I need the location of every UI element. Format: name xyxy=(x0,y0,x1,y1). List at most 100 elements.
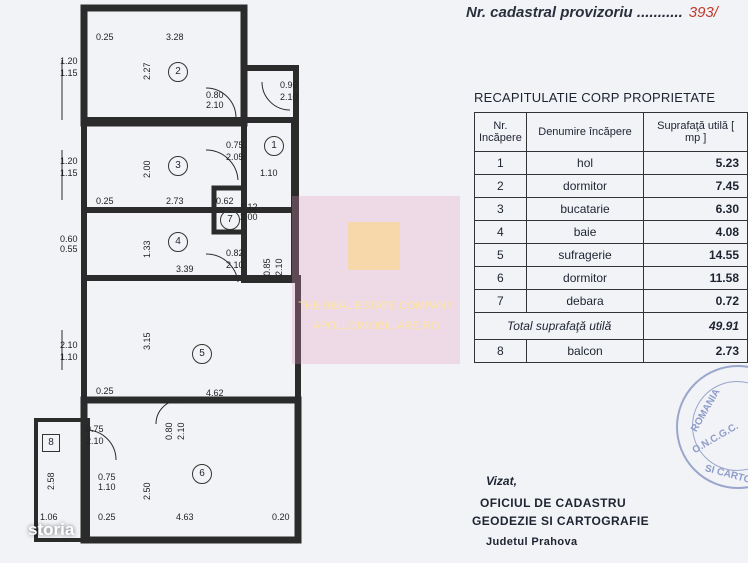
dim-label: 3.28 xyxy=(166,32,184,42)
cell-name: baie xyxy=(525,220,645,244)
dim-label: 0.25 xyxy=(96,32,114,42)
dim-label: 2.10 xyxy=(86,436,104,446)
watermark: THE REAL ESTATE COMPANY APOLLOIMOBILIARE… xyxy=(292,196,460,364)
wall-hall xyxy=(241,65,299,283)
dim-label: 0.75 xyxy=(98,472,116,482)
dim-label: 2.00 xyxy=(142,160,152,178)
room-number-5: 5 xyxy=(192,344,212,364)
dim-label: 2.10 xyxy=(176,422,186,440)
total-value: 49.91 xyxy=(643,312,748,340)
cell-nr: 6 xyxy=(474,266,527,290)
dim-label: 2.00 xyxy=(240,212,258,222)
dim-label: 1.12 xyxy=(240,202,258,212)
cell-name: bucatarie xyxy=(525,197,645,221)
room-number-6: 6 xyxy=(192,464,212,484)
wall-balcony xyxy=(34,418,90,542)
cell-nr: 4 xyxy=(474,220,527,244)
office-line-2: GEODEZIE SI CARTOGRAFIE xyxy=(472,514,649,528)
dim-label: 1.10 xyxy=(60,352,78,362)
door-arc-6 xyxy=(85,429,117,461)
wall-room-5 xyxy=(81,275,301,403)
dim-label: 4.63 xyxy=(176,512,194,522)
door-arc-5 xyxy=(155,399,181,425)
room-number-4: 4 xyxy=(168,232,188,252)
cell-area: 11.58 xyxy=(643,266,748,290)
dim-label: 1.06 xyxy=(40,512,58,522)
cell-name: dormitor xyxy=(525,174,645,198)
dim-label: 1.20 xyxy=(60,56,78,66)
cell-area: 14.55 xyxy=(643,243,748,267)
cadastral-number-fragment: 393/ xyxy=(688,4,718,21)
dim-label: 1.33 xyxy=(142,240,152,258)
dim-label: 1.15 xyxy=(60,68,78,78)
wall-room-6 xyxy=(80,396,302,544)
room-number-2: 2 xyxy=(168,62,188,82)
dim-label: 2.58 xyxy=(46,472,56,490)
cell-area: 2.73 xyxy=(643,339,748,363)
dim-label: 3.39 xyxy=(176,264,194,274)
dim-label: 2.10 xyxy=(274,258,284,276)
room-number-1: 1 xyxy=(264,136,284,156)
cell-area: 7.45 xyxy=(643,174,748,198)
cell-area: 6.30 xyxy=(643,197,748,221)
dim-label: 0.85 xyxy=(262,258,272,276)
dim-label: 0.60 xyxy=(60,234,78,244)
dim-label: 0.25 xyxy=(98,512,116,522)
dim-label: 2.10 xyxy=(60,340,78,350)
cell-area: 0.72 xyxy=(643,289,748,313)
cell-name: balcon xyxy=(525,339,645,363)
cadastral-number-title: Nr. cadastral provizoriu ...........393/ xyxy=(466,4,718,21)
cell-area: 4.08 xyxy=(643,220,748,244)
cell-nr: 2 xyxy=(474,174,527,198)
door-arc-3 xyxy=(205,149,239,181)
table-header-row: Nr. Incăpere Denumire încăpere Suprafaţă… xyxy=(474,112,748,152)
dim-label: 2.50 xyxy=(142,482,152,500)
dim-label: 1.10 xyxy=(98,482,116,492)
watermark-text-2: APOLLOIMOBILIARE.RO xyxy=(312,320,440,332)
dim-label: 2.10 xyxy=(206,100,224,110)
dim-label: 0.80 xyxy=(164,422,174,440)
dim-label: 2.27 xyxy=(142,62,152,80)
dim-label: 1.10 xyxy=(260,168,278,178)
room-number-7: 7 xyxy=(220,210,240,230)
cell-name: dormitor xyxy=(525,266,645,290)
dim-label: 1.20 xyxy=(60,156,78,166)
header-nr: Nr. Incăpere xyxy=(474,112,527,152)
door-arc-2 xyxy=(261,81,291,111)
storia-logo: storia xyxy=(28,520,75,539)
door-arc-4 xyxy=(205,253,239,283)
wall-room-3 xyxy=(81,117,297,213)
cell-nr: 1 xyxy=(474,151,527,175)
dim-label: 2.10 xyxy=(280,92,298,102)
cell-nr: 3 xyxy=(474,197,527,221)
room-number-3: 3 xyxy=(168,156,188,176)
dim-label: 0.55 xyxy=(60,244,78,254)
dim-label: 1.15 xyxy=(60,168,78,178)
floor-plan: 0.25 3.28 1.20 1.15 2.27 0.80 2.10 0.90 … xyxy=(34,4,302,544)
door-arc-1 xyxy=(205,87,237,119)
dim-label: 0.25 xyxy=(96,196,114,206)
cell-area: 5.23 xyxy=(643,151,748,175)
cell-name: debara xyxy=(525,289,645,313)
dim-label: 4.62 xyxy=(206,388,224,398)
official-stamp: ROMANIA O.N.C.G.C. SI CARTOGR xyxy=(676,365,748,490)
office-line-1: OFICIUL DE CADASTRU xyxy=(480,496,627,510)
dim-label: 0.25 xyxy=(96,386,114,396)
cell-nr: 7 xyxy=(474,289,527,313)
recap-title: RECAPITULATIE CORP PROPRIETATE xyxy=(474,90,716,105)
dim-label: 2.05 xyxy=(226,152,244,162)
dim-label: 0.82 xyxy=(226,248,244,258)
cell-nr: 8 xyxy=(474,339,527,363)
room-number-8: 8 xyxy=(42,434,60,452)
watermark-logo-icon xyxy=(348,222,400,270)
vizat-label: Vizat, xyxy=(486,474,517,488)
cell-name: hol xyxy=(525,151,645,175)
recap-table: Nr. Incăpere Denumire încăpere Suprafaţă… xyxy=(473,112,748,363)
header-name: Denumire încăpere xyxy=(525,112,645,152)
